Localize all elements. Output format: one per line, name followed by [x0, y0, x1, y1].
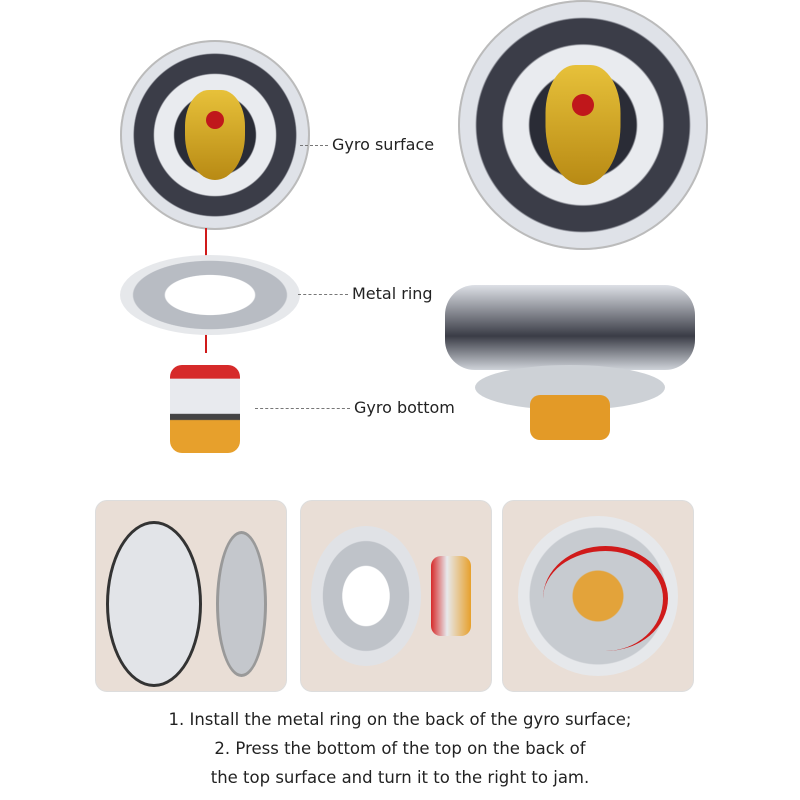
- gold-emblem: [185, 90, 245, 180]
- instruction-line-1: 1. Install the metal ring on the back of…: [168, 710, 632, 729]
- step-photo-3: [502, 500, 694, 692]
- metal-ring-leader: [298, 294, 348, 295]
- red-gem-large: [572, 94, 594, 116]
- metal-ring-label: Metal ring: [352, 284, 433, 303]
- instruction-line-3: the top surface and turn it to the right…: [210, 768, 590, 787]
- instruction-line-2: 2. Press the bottom of the top on the ba…: [214, 739, 586, 758]
- gyro-surface-leader: [300, 145, 328, 146]
- gyro-bottom-photo: [170, 365, 240, 453]
- gyro-bottom-label: Gyro bottom: [354, 398, 455, 417]
- metal-ring-photo: [120, 255, 300, 335]
- gyro-bottom-leader: [255, 408, 350, 409]
- step-photo-1: [95, 500, 287, 692]
- assembled-bottom: [530, 395, 610, 440]
- assembled-top-photo: [445, 285, 695, 370]
- gold-emblem-large: [545, 65, 621, 185]
- gyro-surface-large-photo: [458, 0, 708, 250]
- red-gem: [206, 110, 224, 129]
- gyro-surface-label: Gyro surface: [332, 135, 435, 154]
- step-photo-2: [300, 500, 492, 692]
- gyro-surface-photo: [120, 40, 310, 230]
- rotate-right-arrow: [543, 546, 668, 651]
